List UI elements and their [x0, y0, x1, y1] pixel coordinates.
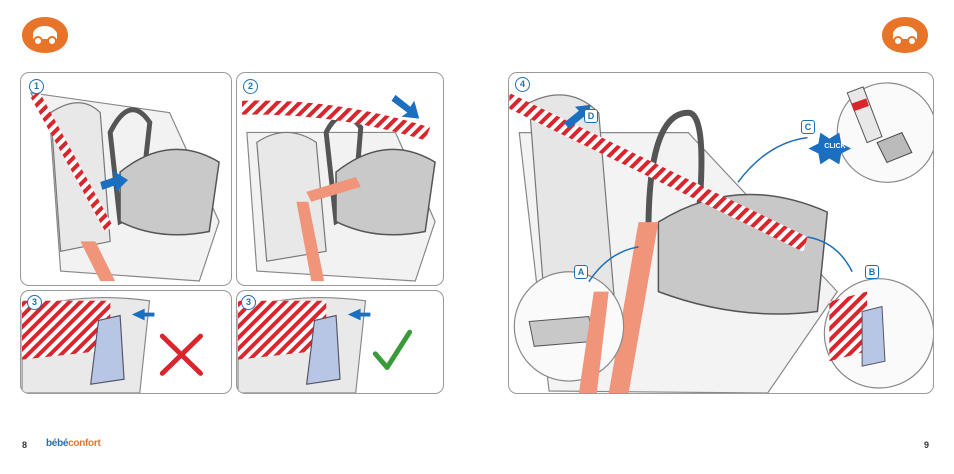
step-number-badge: 4	[515, 77, 530, 92]
illustration-panel-step-2: 2	[236, 72, 444, 286]
illustration-panel-step-3-incorrect: 3	[20, 290, 232, 394]
step-number-badge: 2	[243, 79, 258, 94]
callout-label-d: D	[584, 109, 598, 123]
callout-label-c: C	[801, 120, 815, 134]
buckle-detail-illustration	[21, 291, 231, 393]
brand-name-part-2: confort	[68, 438, 100, 449]
car-seat-illustration	[21, 73, 231, 285]
brand-logo: bébéconfort	[46, 438, 100, 449]
page-number-left: 8	[22, 440, 27, 450]
step-number-badge: 3	[241, 295, 256, 310]
car-seat-illustration	[237, 73, 443, 285]
car-logo-icon	[880, 15, 930, 55]
page-number-right: 9	[924, 440, 929, 450]
illustration-panel-step-4: 4 D C A B CLICK	[508, 72, 934, 394]
click-label: CLICK	[815, 143, 855, 150]
step-number-badge: 1	[29, 79, 44, 94]
step-number-badge: 3	[27, 295, 42, 310]
illustration-panel-step-3-correct: 3	[236, 290, 444, 394]
brand-name-part-1: bébé	[46, 438, 68, 449]
buckle-detail-illustration	[237, 291, 443, 393]
callout-label-b: B	[865, 265, 879, 279]
car-logo-icon	[20, 15, 70, 55]
car-seat-installation-illustration	[509, 73, 933, 393]
callout-label-a: A	[574, 265, 588, 279]
illustration-panel-step-1: 1	[20, 72, 232, 286]
